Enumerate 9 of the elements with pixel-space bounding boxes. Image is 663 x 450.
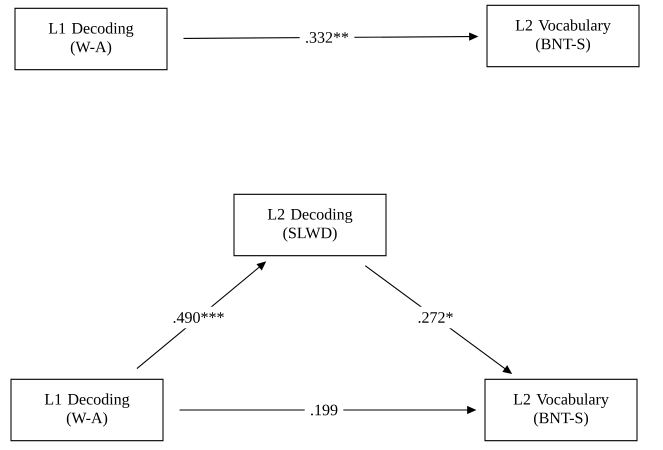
edge-label: .490***: [167, 306, 230, 328]
process-box: L2 Vocabulary (BNT-S): [484, 378, 638, 442]
edge-label: .199: [304, 399, 344, 421]
edge-label: .332**: [300, 26, 354, 48]
process-box: L1 Decoding (W-A): [10, 378, 164, 442]
edge-label: .272*: [412, 306, 459, 328]
process-box: L1 Decoding (W-A): [14, 8, 168, 70]
process-box: L2 Vocabulary (BNT-S): [486, 4, 640, 68]
process-box: L2 Decoding (SLWD): [233, 194, 387, 256]
